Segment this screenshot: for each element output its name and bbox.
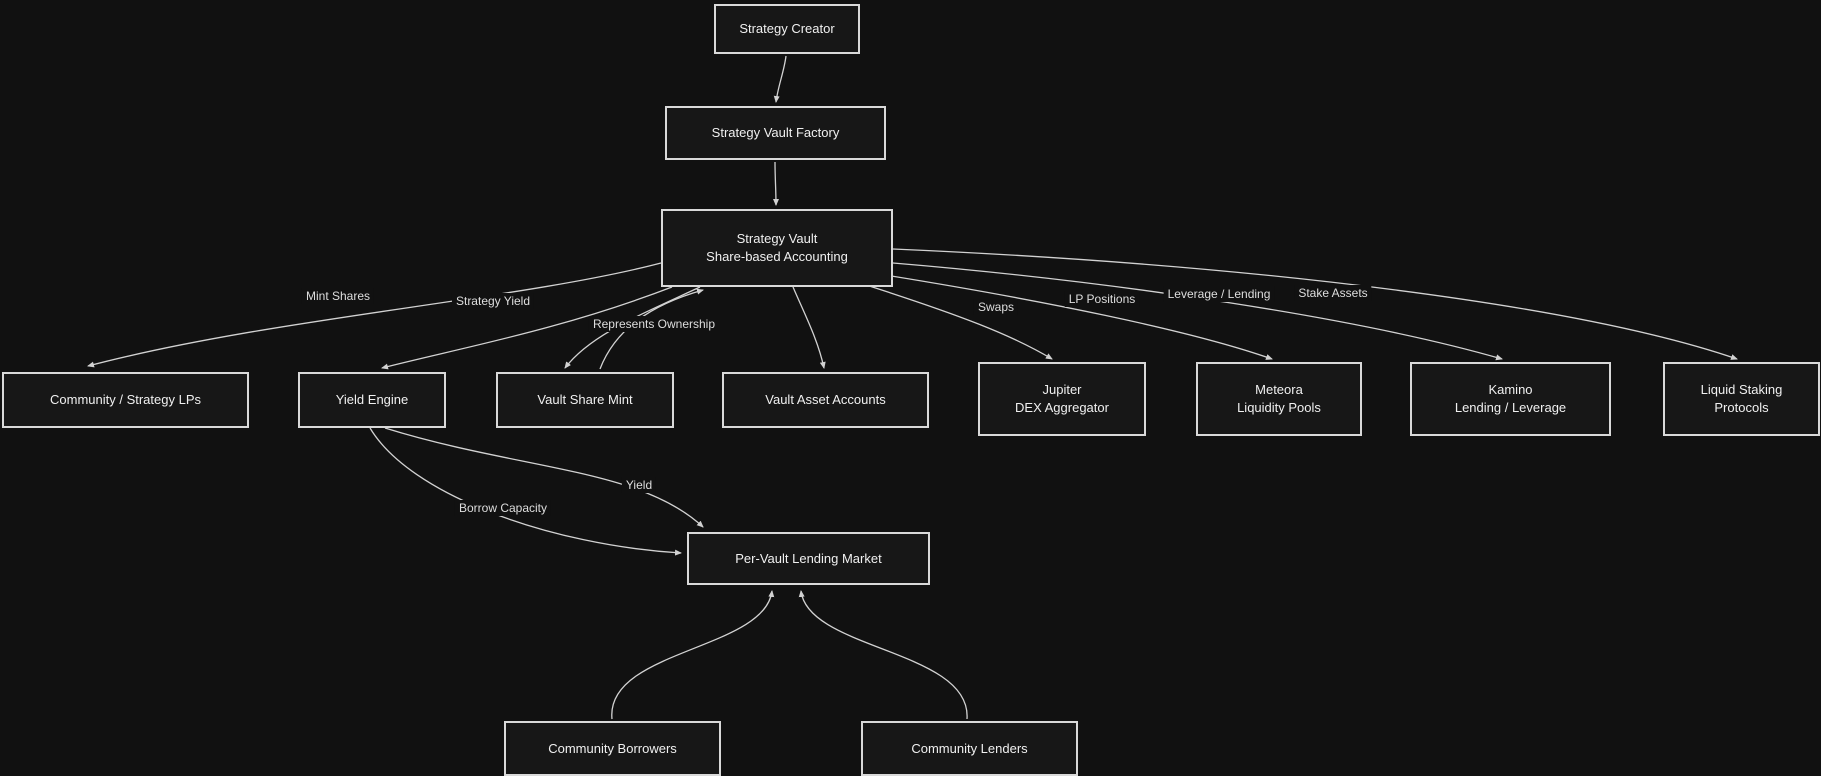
- edge-label-swaps: Swaps: [973, 299, 1019, 315]
- edge-vault-to-asset-accounts: [792, 286, 826, 369]
- node-label: Community Borrowers: [548, 740, 677, 756]
- edge-factory-to-vault: [772, 161, 779, 206]
- node-label-line1: Jupiter: [1042, 382, 1082, 398]
- edge-label-strategy-yield: Strategy Yield: [451, 293, 535, 309]
- node-label-line2: Lending / Leverage: [1454, 400, 1567, 415]
- node-label: Vault Share Mint: [537, 392, 633, 408]
- node-label: Community Lenders: [911, 740, 1028, 756]
- node-jupiter-dex-aggregator: Jupiter DEX Aggregator: [978, 362, 1146, 436]
- node-kamino-lending-leverage: Kamino Lending / Leverage: [1410, 362, 1611, 436]
- edge-label-borrow-capacity: Borrow Capacity: [454, 500, 552, 516]
- node-community-strategy-lps: Community / Strategy LPs: [2, 372, 249, 428]
- node-label: Strategy Creator: [739, 21, 835, 37]
- edge-label-stake-assets: Stake Assets: [1294, 285, 1372, 301]
- node-label: Strategy Vault Factory: [711, 125, 840, 141]
- node-label: Per-Vault Lending Market: [735, 550, 882, 566]
- edge-vault-to-jupiter: [859, 282, 1053, 360]
- node-liquid-staking-protocols: Liquid Staking Protocols: [1663, 362, 1820, 436]
- node-community-lenders: Community Lenders: [861, 721, 1078, 776]
- edge-creator-to-factory: [773, 55, 787, 103]
- edge-lenders-to-lending: [798, 590, 968, 720]
- node-community-borrowers: Community Borrowers: [504, 721, 721, 776]
- edge-label-represents-ownership: Represents Ownership: [588, 316, 720, 332]
- edge-label-lp-positions: LP Positions: [1064, 291, 1140, 307]
- node-vault-share-mint: Vault Share Mint: [496, 372, 674, 428]
- edge-label-yield: Yield: [621, 477, 657, 493]
- node-label-line2: DEX Aggregator: [1015, 400, 1109, 415]
- node-vault-asset-accounts: Vault Asset Accounts: [722, 372, 929, 428]
- node-label-line2: Liquidity Pools: [1237, 400, 1321, 415]
- edge-vault-to-community-lps: [87, 262, 662, 368]
- node-label-line1: Liquid Staking: [1700, 382, 1783, 398]
- node-per-vault-lending-market: Per-Vault Lending Market: [687, 532, 930, 585]
- node-label-line1: Kamino: [1488, 382, 1533, 398]
- node-label-line2: Share-based Accounting: [706, 249, 848, 264]
- edge-label-mint-shares: Mint Shares: [301, 288, 375, 304]
- node-strategy-creator: Strategy Creator: [714, 4, 860, 54]
- node-label: Community / Strategy LPs: [50, 392, 201, 408]
- edge-label-leverage-lending: Leverage / Lending: [1163, 286, 1275, 302]
- node-label-line2: Protocols: [1714, 400, 1769, 415]
- edge-borrowers-to-lending: [611, 590, 775, 720]
- edge-vault-to-liquid-staking: [892, 248, 1738, 360]
- node-label: Vault Asset Accounts: [765, 392, 886, 408]
- node-label-line1: Strategy Vault: [736, 231, 818, 247]
- node-label-line1: Meteora: [1255, 382, 1303, 398]
- node-meteora-liquidity-pools: Meteora Liquidity Pools: [1196, 362, 1362, 436]
- node-label: Yield Engine: [335, 392, 409, 408]
- node-strategy-vault: Strategy Vault Share-based Accounting: [661, 209, 893, 287]
- node-strategy-vault-factory: Strategy Vault Factory: [665, 106, 886, 160]
- node-yield-engine: Yield Engine: [298, 372, 446, 428]
